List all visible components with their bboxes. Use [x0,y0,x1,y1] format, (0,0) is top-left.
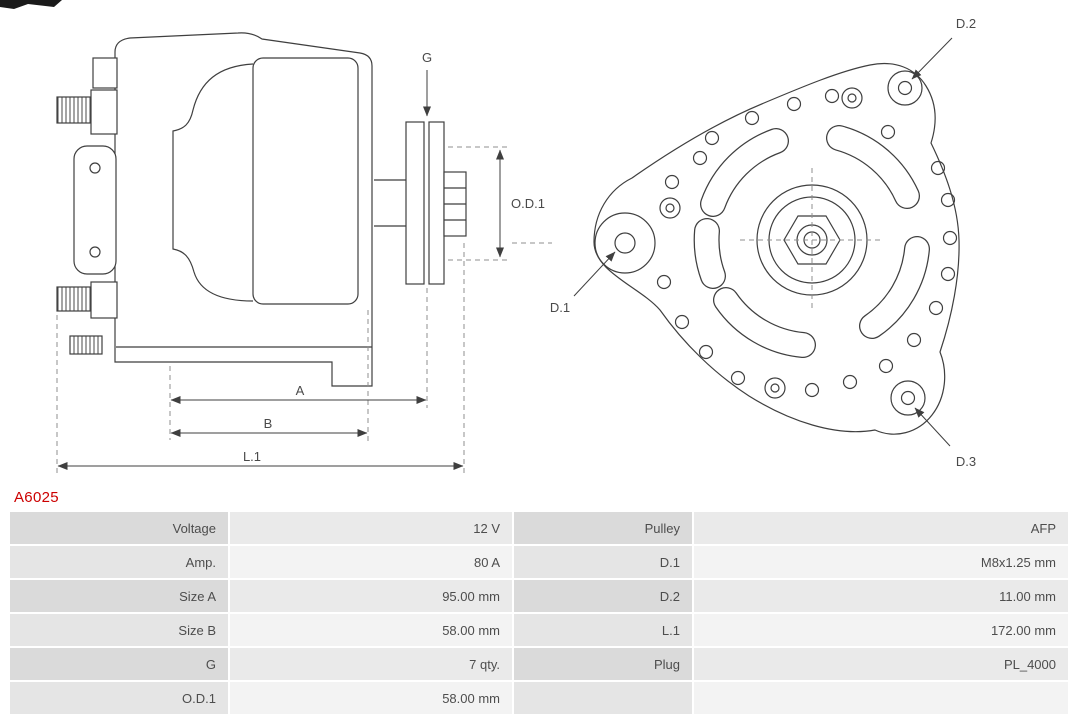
callout-label-d1: D.1 [550,300,570,315]
spec-label: Amp. [10,546,228,578]
top-step [92,57,118,89]
rivets [659,87,863,399]
mount-hole-d1 [594,212,656,274]
lug-hole [89,162,101,174]
logo-fragment [0,0,62,9]
spec-value: 12 V [230,512,512,544]
mounting-ears [594,70,926,416]
stud-plate-bottom [90,281,118,319]
side-view [56,32,467,387]
spec-label: Plug [514,648,692,680]
front-view-centerlines [740,168,884,312]
specs-table: Voltage 12 V Pulley AFP Amp. 80 A D.1 M8… [8,510,1070,716]
front-view [593,62,960,435]
spec-label: Voltage [10,512,228,544]
hinge-lug [73,145,117,275]
dim-label-a: A [296,383,305,398]
spec-value: 58.00 mm [230,614,512,646]
table-row: Size B 58.00 mm L.1 172.00 mm [10,614,1068,646]
spec-label: O.D.1 [10,682,228,714]
spec-label: D.2 [514,580,692,612]
callout-label-d2: D.2 [956,16,976,31]
mount-bolt-icon [69,335,103,355]
spec-label: D.1 [514,546,692,578]
table-row: Amp. 80 A D.1 M8x1.25 mm [10,546,1068,578]
mount-hole-d3 [890,380,926,416]
lug-hole [89,246,101,258]
vent-slots [693,125,930,358]
side-view-dimensions [56,70,552,474]
front-view-labels: D.2 D.1 D.3 [550,16,976,469]
table-row: Voltage 12 V Pulley AFP [10,512,1068,544]
rotor-profile [172,63,254,302]
spec-value: 80 A [230,546,512,578]
front-view-callouts [573,37,953,447]
dim-label-b: B [264,416,273,431]
dim-label-g: G [422,50,432,65]
spec-value: 7 qty. [230,648,512,680]
spec-value [694,682,1068,714]
dim-label-l1: L.1 [243,449,261,464]
spec-label: G [10,648,228,680]
technical-drawing-svg: G O.D.1 A B L.1 [0,0,976,474]
table-row: Size A 95.00 mm D.2 11.00 mm [10,580,1068,612]
spec-value: M8x1.25 mm [694,546,1068,578]
stud-plate-top [90,89,118,135]
spec-label: Pulley [514,512,692,544]
spec-label: L.1 [514,614,692,646]
table-row: G 7 qty. Plug PL_4000 [10,648,1068,680]
spec-label [514,682,692,714]
spec-label: Size B [10,614,228,646]
pulley-flange-inner [428,121,445,285]
spec-value: 58.00 mm [230,682,512,714]
mount-hole-d2 [887,70,923,106]
spec-value: 95.00 mm [230,580,512,612]
spec-value: AFP [694,512,1068,544]
callout-label-d3: D.3 [956,454,976,469]
pulley-flange-outer [405,121,425,285]
table-row: O.D.1 58.00 mm [10,682,1068,714]
dim-label-od1: O.D.1 [511,196,545,211]
threaded-stud-bottom-icon [56,286,94,312]
shaft-nut-icon [783,215,841,265]
spec-label: Size A [10,580,228,612]
threaded-stud-top-icon [56,96,94,124]
spec-value: 11.00 mm [694,580,1068,612]
spec-value: 172.00 mm [694,614,1068,646]
spec-value: PL_4000 [694,648,1068,680]
technical-drawing: G O.D.1 A B L.1 [0,0,976,474]
vent-holes [656,88,958,398]
side-view-labels: G O.D.1 A B L.1 [243,50,545,464]
stator-housing [252,57,359,305]
part-number: A6025 [14,489,59,506]
